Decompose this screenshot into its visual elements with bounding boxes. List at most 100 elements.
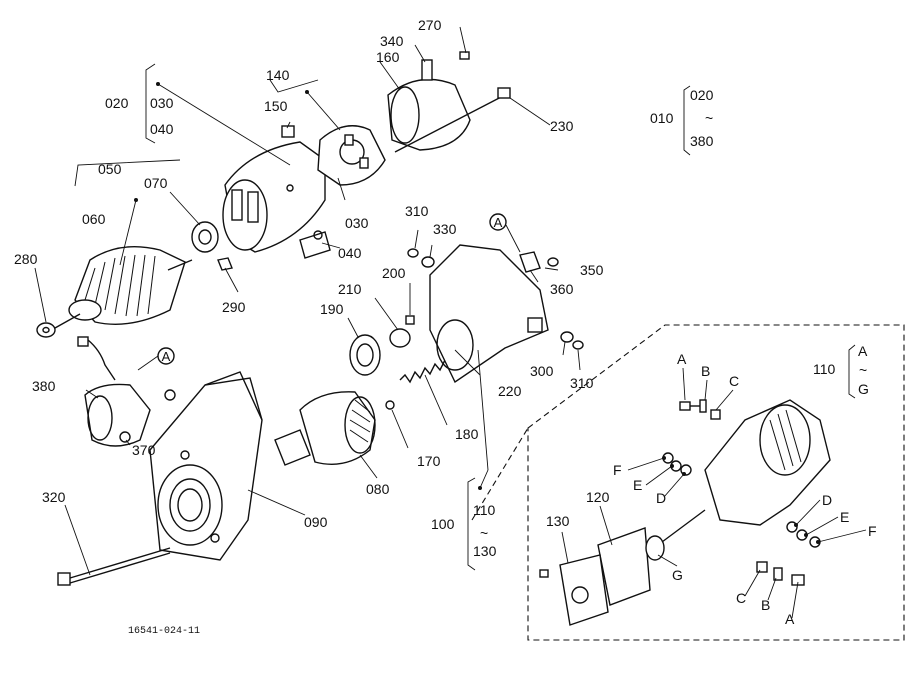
callout-110b: 110 [813,361,836,377]
washer-300 [560,331,574,343]
callout-130b: 130 [546,513,570,529]
callout-380: 380 [32,378,56,394]
callout-130: 130 [473,543,497,559]
range-110: ~ [859,362,867,378]
callout-140: 140 [266,67,290,83]
brackets [74,63,856,571]
callout-150: 150 [264,98,288,114]
letter-f-right: F [868,523,877,539]
circle-ref-a-lower: A [157,347,175,365]
cover-130 [559,554,609,626]
letter-range-g: G [858,381,869,397]
magnetic-switch-380 [84,383,176,447]
washer-290 [217,257,233,271]
callout-040b: 040 [338,245,362,261]
subassembly-housing-110 [704,399,831,526]
letter-range-a: A [858,343,868,359]
callout-300: 300 [530,363,554,379]
callout-040: 040 [150,121,174,137]
armature-060 [54,245,193,329]
letter-d-left: D [656,490,666,506]
circle-ref-a-upper: A [489,213,507,231]
callout-090: 090 [304,514,328,530]
range-100: ~ [480,525,488,541]
callout-100: 100 [431,516,455,532]
terminal-370 [119,431,131,443]
callout-labels: 270 340 160 140 150 020 030 040 230 010 … [14,17,877,637]
letter-e-right: E [840,509,849,525]
callout-020b: 020 [690,87,714,103]
letter-f-left: F [613,462,622,478]
washer-280 [36,322,56,338]
drawing-code: 16541-024-11 [128,626,200,637]
callout-280: 280 [14,251,38,267]
terminal-040 [299,230,331,259]
callout-290: 290 [222,299,246,315]
gear-190 [349,334,381,376]
screw-270 [459,51,470,60]
callout-320: 320 [42,489,66,505]
callout-270: 270 [418,17,442,33]
callout-120: 120 [586,489,610,505]
letter-a-top: A [677,351,687,367]
pin-200 [405,315,415,325]
letter-b-bottom: B [761,597,770,613]
nut-310 [407,248,419,258]
letter-d-right: D [822,492,832,508]
nut-350 [547,257,559,267]
nut-330 [421,256,435,268]
leader-lines [34,26,867,619]
callout-230: 230 [550,118,574,134]
end-cover-160 [387,59,471,151]
callout-160: 160 [376,49,400,65]
shaft-G [645,509,706,561]
letter-c-top: C [729,373,739,389]
callout-070: 070 [144,175,168,191]
svg-text:A: A [162,349,171,364]
callout-220: 220 [498,383,522,399]
letter-c-bottom: C [736,590,746,606]
callout-060: 060 [82,211,106,227]
callout-340: 340 [380,33,404,49]
gasket-120 [597,527,651,606]
callout-190: 190 [320,301,344,317]
callout-380b: 380 [690,133,714,149]
brush-holder-030 [317,125,386,186]
gear-210 [389,328,411,348]
callout-030b: 030 [345,215,369,231]
callout-370: 370 [132,442,156,458]
callout-210: 210 [338,281,362,297]
through-bolt-230 [394,94,506,153]
callout-310: 310 [405,203,429,219]
brush-150 [281,125,295,138]
svg-text:A: A [494,215,503,230]
callout-200: 200 [382,265,406,281]
callout-050: 050 [98,161,122,177]
callout-030: 030 [150,95,174,111]
spring-180 [399,359,446,384]
nut-310b [572,340,584,350]
range-010: ~ [705,110,713,126]
gear-housing-220 [429,244,549,384]
clutch-080 [274,391,376,466]
letter-b-top: B [701,363,710,379]
letter-e-left: E [633,477,642,493]
callout-020: 020 [105,95,129,111]
bearing-070 [191,221,219,253]
subassembly-frame [527,324,905,641]
callout-180: 180 [455,426,479,442]
bolt-320 [69,547,171,579]
callout-330: 330 [433,221,457,237]
callout-110: 110 [473,502,496,518]
yoke-housing [222,141,326,253]
letter-a-bottom: A [785,611,795,627]
callout-310b: 310 [570,375,594,391]
ball-170 [385,400,395,410]
callout-360: 360 [550,281,574,297]
callout-010: 010 [650,110,674,126]
callout-170: 170 [417,453,441,469]
callout-350: 350 [580,262,604,278]
drive-housing-090 [149,371,263,561]
